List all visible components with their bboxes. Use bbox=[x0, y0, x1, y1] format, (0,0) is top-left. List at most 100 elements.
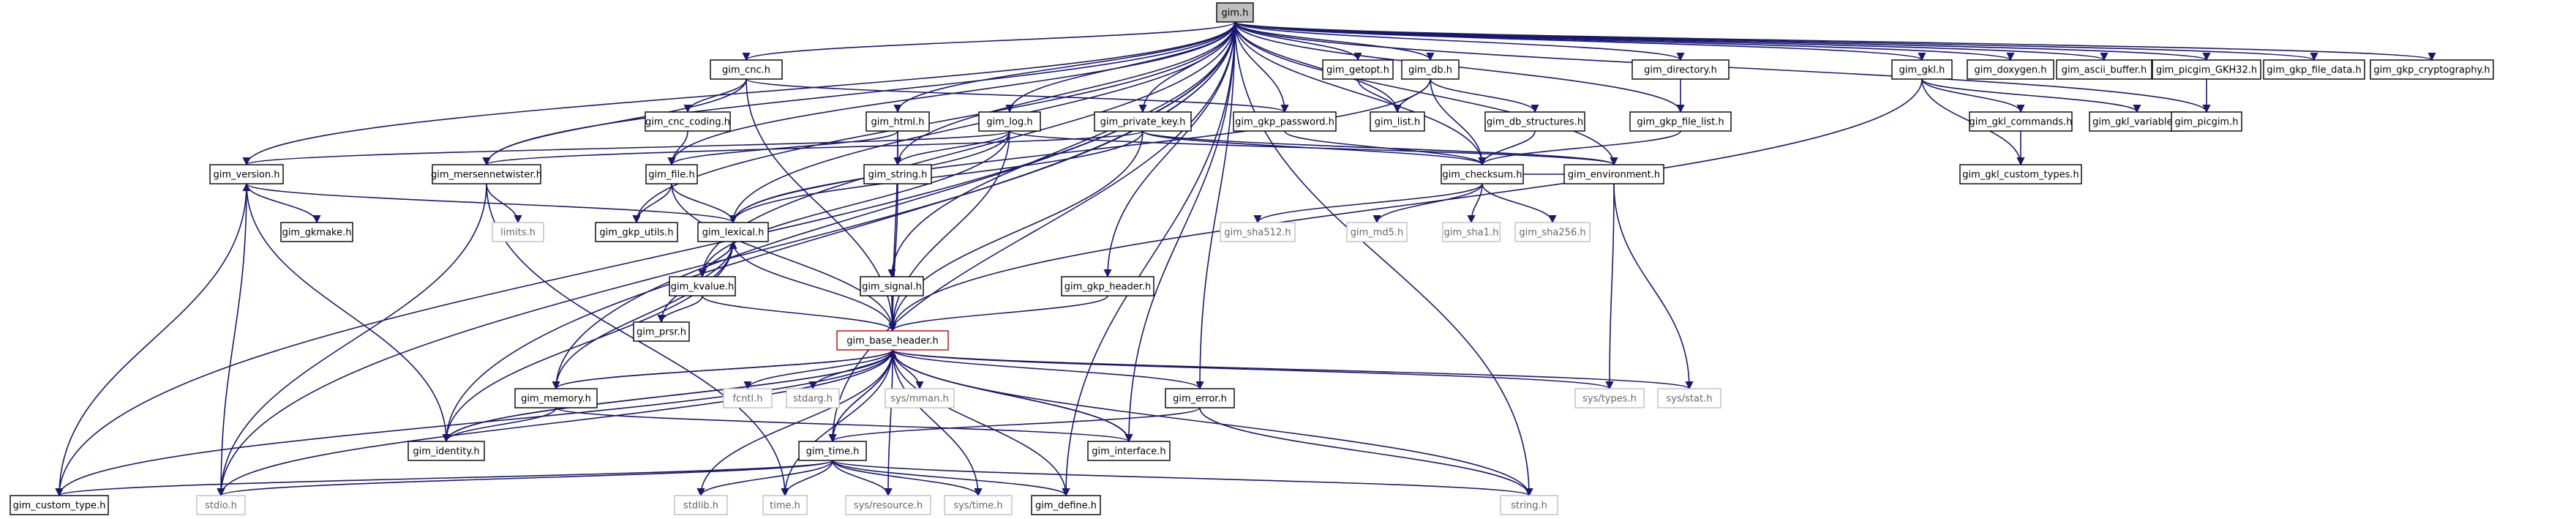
node-gim-log[interactable]: gim_log.h bbox=[978, 111, 1041, 132]
node-gim-string[interactable]: gim_string.h bbox=[863, 164, 932, 184]
node-box bbox=[798, 441, 867, 461]
node-gim-mersennetwister[interactable]: gim_mersennetwister.h bbox=[431, 164, 542, 184]
include-edge-gim_version-to-gim_gkmake bbox=[246, 183, 321, 224]
node-gim-kvalue[interactable]: gim_kvalue.h bbox=[669, 276, 736, 296]
include-edge-gim_time-to-sys_time_h bbox=[832, 460, 983, 497]
node-label: gim_kvalue.h bbox=[671, 282, 734, 293]
node-gim-html[interactable]: gim_html.h bbox=[865, 111, 930, 132]
node-gim-signal[interactable]: gim_signal.h bbox=[860, 276, 924, 296]
node-label: sys/stat.h bbox=[1667, 394, 1713, 405]
include-edge-gim_mersennetwister-to-limits_h bbox=[486, 183, 522, 224]
node-label: gim_custom_type.h bbox=[13, 501, 106, 512]
node-label: gim_gkp_file_data.h bbox=[2267, 65, 2362, 76]
node-box bbox=[978, 111, 1041, 132]
node-gim-gkl[interactable]: gim_gkl.h bbox=[1891, 59, 1953, 80]
include-edge-gim_base_header-to-gim_define bbox=[892, 349, 1070, 497]
include-edge-gim_cnc-to-gim_gkp_password bbox=[746, 78, 1289, 113]
node-box bbox=[645, 111, 731, 132]
node-label: gim_gkl.h bbox=[1899, 65, 1945, 76]
node-box bbox=[432, 164, 541, 184]
node-label: sys/mman.h bbox=[890, 394, 949, 405]
node-gim-private-key[interactable]: gim_private_key.h bbox=[1094, 111, 1192, 132]
node-box bbox=[2370, 59, 2494, 80]
include-edge-gim_cnc-to-gim_mersennetwister bbox=[482, 78, 747, 166]
node-gim-ascii-buffer[interactable]: gim_ascii_buffer.h bbox=[2056, 59, 2152, 80]
node-box bbox=[1500, 495, 1558, 515]
node-gim-gkl-variable[interactable]: gim_gkl_variable.h bbox=[2089, 111, 2185, 132]
node-label: gim_md5.h bbox=[1351, 228, 1404, 239]
node-gim-environment[interactable]: gim_environment.h bbox=[1563, 164, 1664, 184]
include-edge-gim_private_key-to-gim_lexical bbox=[729, 130, 1144, 224]
node-gim-interface[interactable]: gim_interface.h bbox=[1087, 441, 1171, 461]
node-gim-directory[interactable]: gim_directory.h bbox=[1631, 59, 1730, 80]
node-box bbox=[1322, 59, 1394, 80]
node-box bbox=[710, 59, 783, 80]
node-box bbox=[1061, 276, 1154, 296]
node-gim-version[interactable]: gim_version.h bbox=[209, 164, 284, 184]
include-edge-gim_log-to-gim_string bbox=[893, 130, 1010, 166]
node-gim-gkl-commands[interactable]: gim_gkl_commands.h bbox=[1969, 111, 2073, 132]
node-box bbox=[885, 388, 955, 408]
node-stdarg-h: stdarg.h bbox=[786, 388, 840, 408]
node-gim-cnc-coding[interactable]: gim_cnc_coding.h bbox=[645, 111, 731, 132]
node-gim-doxygen[interactable]: gim_doxygen.h bbox=[1967, 59, 2054, 80]
include-edge-gim_gkl-to-gim_base_header bbox=[888, 78, 1923, 332]
node-box bbox=[209, 164, 284, 184]
node-gim-prsr[interactable]: gim_prsr.h bbox=[633, 321, 690, 342]
node-gim-time[interactable]: gim_time.h bbox=[798, 441, 867, 461]
node-label: gim_list.h bbox=[1375, 117, 1421, 128]
node-gim-gkp-utils[interactable]: gim_gkp_utils.h bbox=[595, 222, 678, 242]
node-label: gim_sha1.h bbox=[1444, 228, 1499, 239]
node-box bbox=[1629, 111, 1732, 132]
include-edge-gim_environment-to-sys_stat_h bbox=[1613, 183, 1694, 390]
node-gim-base-header[interactable]: gim_base_header.h bbox=[836, 330, 949, 351]
node-gim-list[interactable]: gim_list.h bbox=[1370, 111, 1425, 132]
node-box bbox=[1441, 164, 1524, 184]
node-gim-memory[interactable]: gim_memory.h bbox=[514, 388, 598, 408]
include-edge-gim_time-to-stdio_h bbox=[217, 460, 833, 497]
node-gim-picgim[interactable]: gim_picgim.h bbox=[2171, 111, 2242, 132]
node-label: gim_string.h bbox=[868, 170, 928, 181]
node-gim-picgim-gkh32[interactable]: gim_picgim_GKH32.h bbox=[2152, 59, 2261, 80]
node-label: gim_cnc_coding.h bbox=[645, 117, 730, 128]
node-gim-custom-type[interactable]: gim_custom_type.h bbox=[10, 495, 109, 515]
node-label: gim_doxygen.h bbox=[1974, 65, 2046, 76]
node-box bbox=[836, 330, 949, 351]
node-gim-gkp-password[interactable]: gim_gkp_password.h bbox=[1233, 111, 1337, 132]
node-gim-lexical[interactable]: gim_lexical.h bbox=[697, 222, 769, 242]
node-label: gim_time.h bbox=[806, 447, 860, 458]
node-gim-gkp-file-list[interactable]: gim_gkp_file_list.h bbox=[1629, 111, 1732, 132]
node-gim-db-structures[interactable]: gim_db_structures.h bbox=[1484, 111, 1585, 132]
node-gim-gkp-header[interactable]: gim_gkp_header.h bbox=[1061, 276, 1154, 296]
node-box bbox=[633, 321, 690, 342]
node-gim-identity[interactable]: gim_identity.h bbox=[408, 441, 485, 461]
node-label: gim_gkl_commands.h bbox=[1969, 117, 2073, 128]
node-gim-h: gim.h bbox=[1216, 2, 1254, 23]
node-box bbox=[1087, 441, 1171, 461]
node-gim-gkl-custom-types[interactable]: gim_gkl_custom_types.h bbox=[1959, 164, 2082, 184]
node-gim-db[interactable]: gim_db.h bbox=[1401, 59, 1460, 80]
include-edge-gim_time-to-stdlib_h bbox=[696, 460, 833, 497]
node-label: gim_gkmake.h bbox=[282, 228, 352, 239]
node-box bbox=[1094, 111, 1192, 132]
include-edge-gim_gkp_header-to-gim_base_header bbox=[888, 295, 1108, 332]
node-md5: gim_md5.h bbox=[1346, 222, 1408, 242]
node-gim-define[interactable]: gim_define.h bbox=[1031, 495, 1101, 515]
include-edge-gim_checksum-to-sha512 bbox=[1253, 183, 1483, 224]
include-edge-gim_string-to-gim_base_header bbox=[888, 183, 898, 332]
node-gim-gkp-file-data[interactable]: gim_gkp_file_data.h bbox=[2263, 59, 2365, 80]
node-gim-error[interactable]: gim_error.h bbox=[1165, 388, 1235, 408]
node-stdlib-h: stdlib.h bbox=[674, 495, 728, 515]
node-gim-gkmake[interactable]: gim_gkmake.h bbox=[280, 222, 353, 242]
include-edge-gim_gkp_password-to-gim_checksum bbox=[1284, 130, 1487, 166]
node-box bbox=[1220, 222, 1296, 242]
node-gim-getopt[interactable]: gim_getopt.h bbox=[1322, 59, 1394, 80]
include-edge-gim_identity-to-gim_version bbox=[242, 182, 447, 442]
node-gim-checksum[interactable]: gim_checksum.h bbox=[1441, 164, 1524, 184]
include-edge-gim_h-to-gim_cnc bbox=[742, 21, 1236, 61]
node-gim-gkp-cryptography[interactable]: gim_gkp_cryptography.h bbox=[2370, 59, 2494, 80]
include-edge-gim_signal-to-gim_base_header bbox=[888, 295, 897, 332]
node-box bbox=[2171, 111, 2242, 132]
node-gim-file[interactable]: gim_file.h bbox=[645, 164, 698, 184]
node-gim-cnc[interactable]: gim_cnc.h bbox=[710, 59, 783, 80]
